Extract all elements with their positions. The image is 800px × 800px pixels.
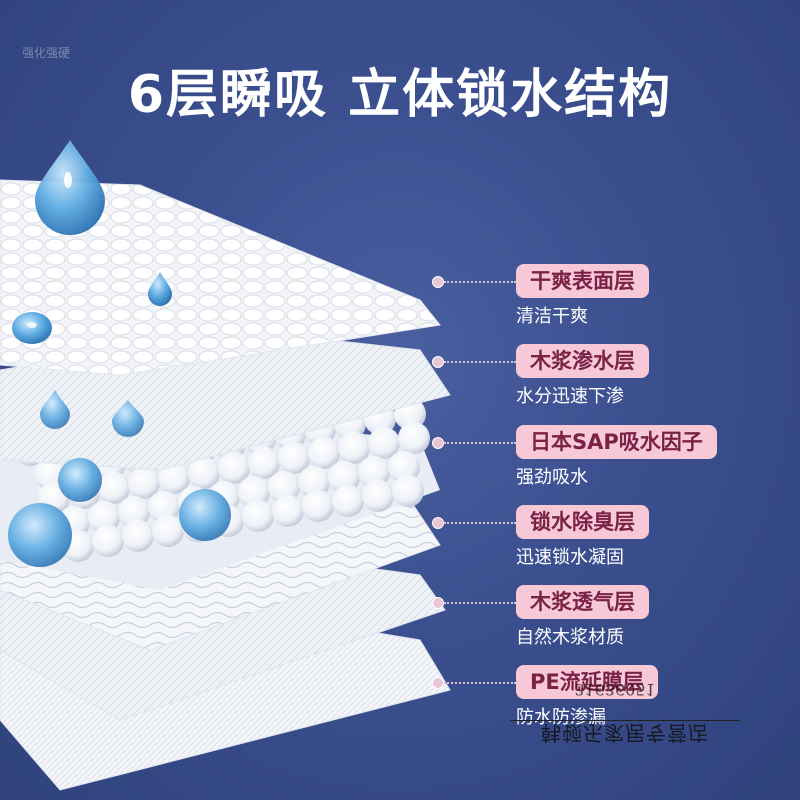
dry-surface-layer (0, 179, 441, 376)
layer-description: 自然木浆材质 (516, 627, 624, 648)
layer-label-6: PE流延膜层 防水防渗漏 (432, 665, 732, 735)
layer-description: 清洁干爽 (516, 306, 588, 327)
layer-dot (432, 677, 444, 689)
layer-name-badge: 木浆渗水层 (516, 344, 649, 378)
sap-ball (98, 472, 130, 504)
water-droplet-flat-2 (40, 390, 70, 429)
sap-ball (272, 495, 304, 527)
sap-ball (278, 442, 310, 474)
sap-ball (128, 467, 160, 499)
watermark-code: 31636051 (574, 680, 656, 699)
sap-ball (302, 490, 334, 522)
sap-ball (238, 476, 270, 508)
layer-dot (432, 276, 444, 288)
dotted-connector (444, 602, 516, 604)
water-absorbed-balls (8, 458, 231, 567)
layer-name-badge: 锁水除臭层 (516, 505, 649, 539)
sap-ball (92, 525, 124, 557)
dotted-connector (444, 442, 516, 444)
layer-name-badge: PE流延膜层 (516, 665, 658, 699)
water-drop-large (35, 140, 105, 235)
sap-ball (388, 451, 420, 483)
layer-dot (432, 356, 444, 368)
sap-ball (248, 447, 280, 479)
layer-label-2: 木浆渗水层 水分迅速下渗 (432, 344, 732, 414)
sap-ball (362, 480, 394, 512)
layer-description: 迅速锁水凝固 (516, 547, 624, 568)
sap-ball (338, 432, 370, 464)
dotted-connector (444, 522, 516, 524)
sap-ball (242, 500, 274, 532)
layer-name-badge: 木浆透气层 (516, 585, 649, 619)
sap-ball (158, 462, 190, 494)
layer-dot (432, 517, 444, 529)
sap-ball (398, 422, 430, 454)
layer-dot (432, 437, 444, 449)
corner-watermark: 强化强硬 (22, 46, 71, 60)
layer-name-badge: 干爽表面层 (516, 264, 649, 298)
layer-label-5: 木浆透气层 自然木浆材质 (432, 585, 732, 655)
layer-label-3: 日本SAP吸水因子 强劲吸水 (432, 425, 732, 495)
layer-label-1: 干爽表面层 清洁干爽 (432, 264, 732, 334)
sap-ball (358, 456, 390, 488)
layer-label-4: 锁水除臭层 迅速锁水凝固 (432, 505, 732, 575)
sap-ball (328, 461, 360, 493)
sap-ball (392, 475, 424, 507)
layer-name-badge: 日本SAP吸水因子 (516, 425, 717, 459)
dotted-connector (444, 682, 516, 684)
sap-ball (34, 458, 66, 490)
watermark-store-name: 韩顿乐家居专营店 (541, 721, 709, 745)
layer-description: 强劲吸水 (516, 467, 588, 488)
sap-ball (118, 496, 150, 528)
sap-ball (368, 427, 400, 459)
watermark-rule (510, 720, 740, 721)
layer-dot (432, 597, 444, 609)
dotted-connector (444, 361, 516, 363)
sap-ball (188, 457, 220, 489)
layer-description: 水分迅速下渗 (516, 386, 624, 407)
sap-ball (122, 520, 154, 552)
page-title: 6层瞬吸 立体锁水结构 (127, 65, 673, 125)
sap-ball (268, 471, 300, 503)
sap-ball (332, 485, 364, 517)
water-droplet-flat-1 (12, 312, 52, 344)
sap-ball (308, 437, 340, 469)
water-droplet-flat-3 (112, 400, 144, 437)
sap-ball (88, 501, 120, 533)
sap-ball (152, 515, 184, 547)
sap-ball (148, 491, 180, 523)
dotted-connector (444, 281, 516, 283)
sap-ball (298, 466, 330, 498)
layer-description: 防水防渗漏 (516, 707, 606, 728)
water-drop-small (148, 272, 172, 306)
sap-ball (218, 452, 250, 484)
